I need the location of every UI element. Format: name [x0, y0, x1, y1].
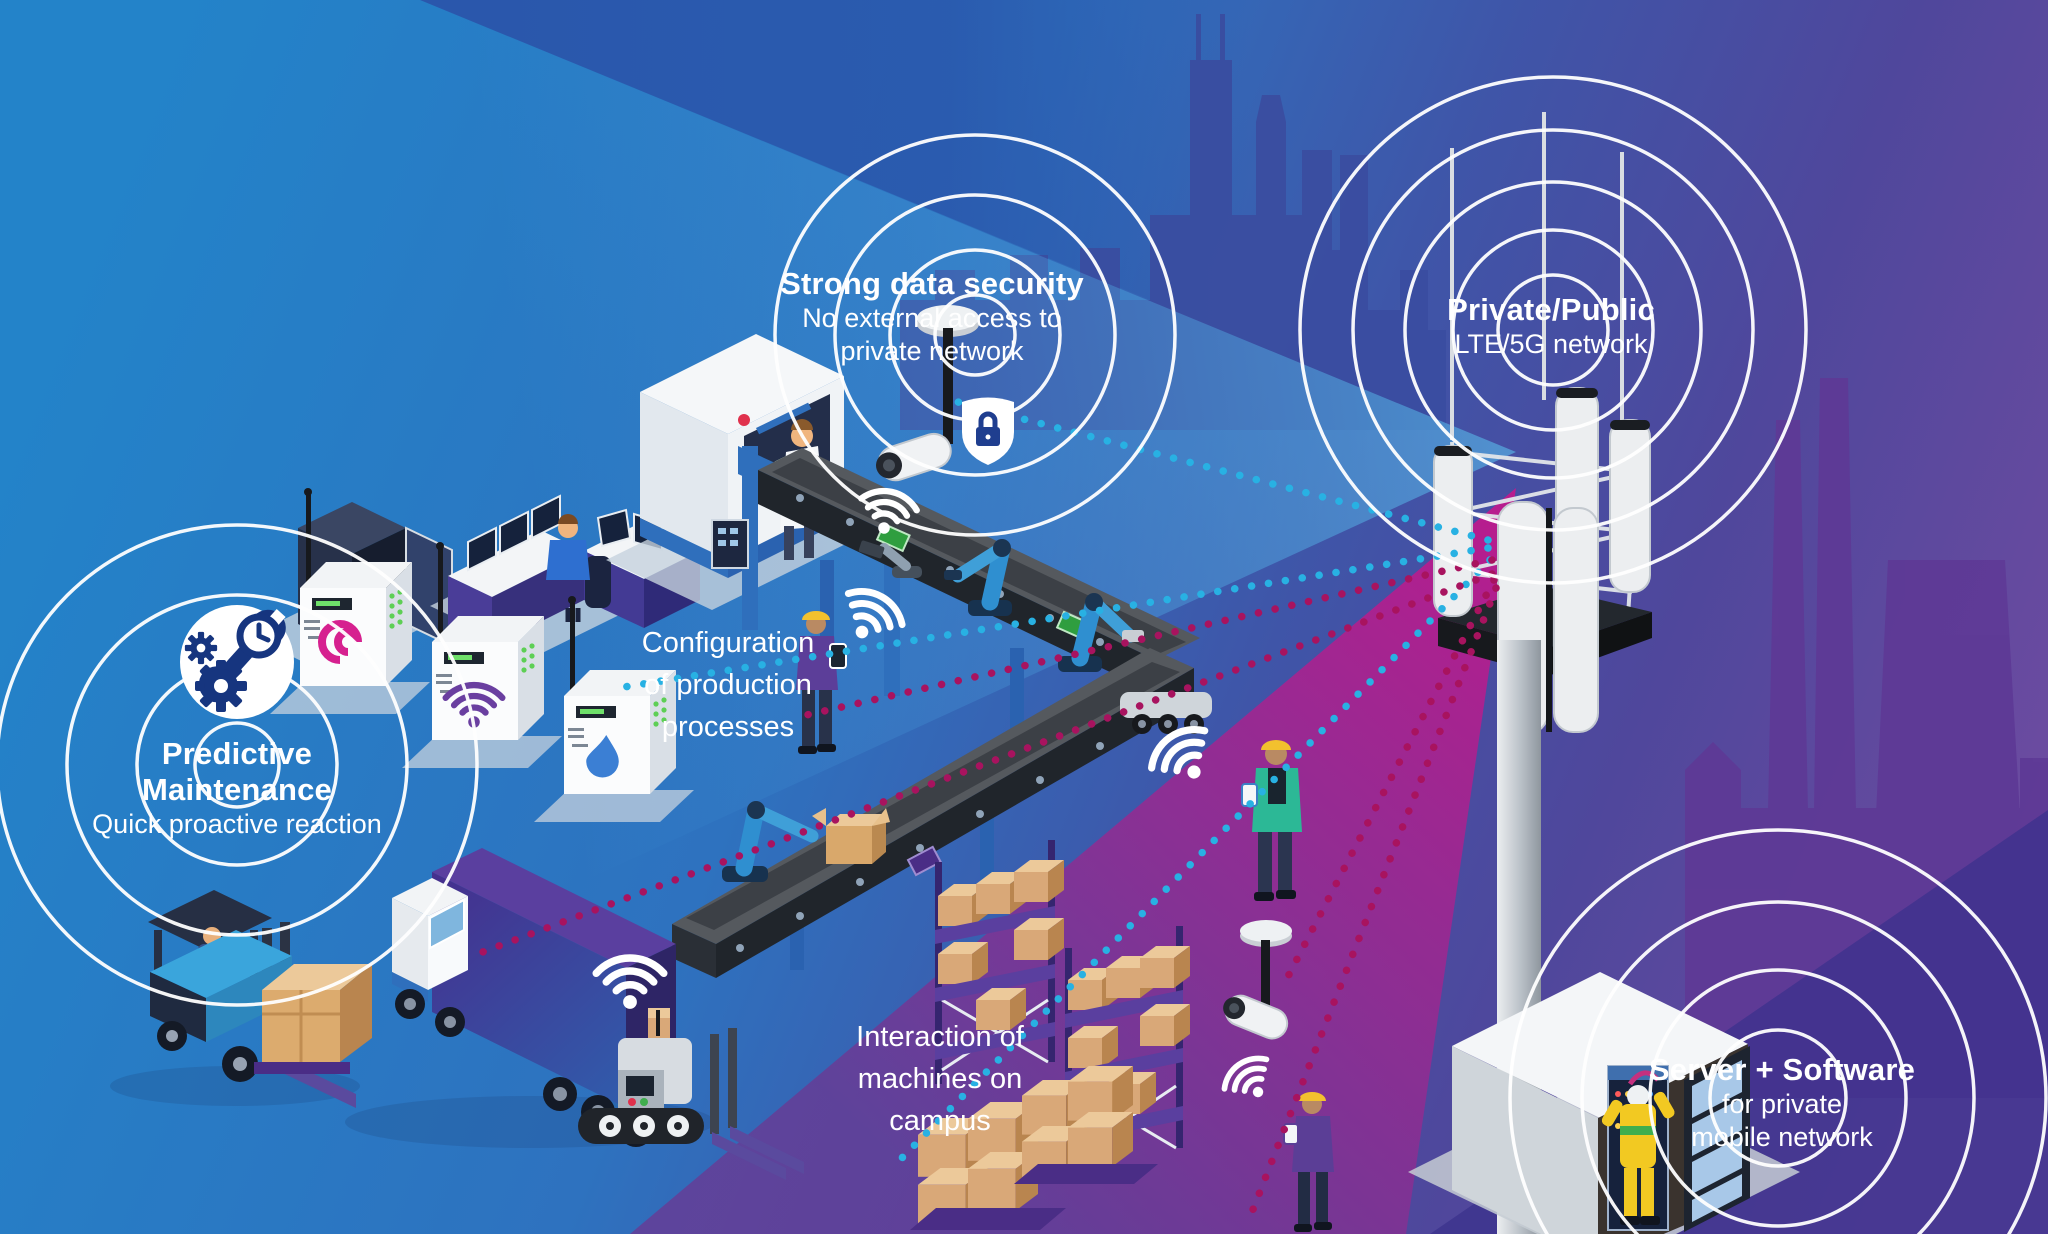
security-title: Strong data security [780, 266, 1084, 301]
glass-door [1684, 1046, 1750, 1232]
robot-arm [944, 539, 1012, 616]
led-matrix [389, 589, 403, 629]
warehouse-racks [910, 840, 1190, 1230]
open-box [812, 808, 890, 864]
security-radio-circles [773, 133, 1177, 537]
pallet-stack [1014, 1066, 1158, 1184]
server-label: Server + Software for private mobile net… [1649, 1052, 1915, 1154]
configuration-line1: Configuration [641, 627, 815, 659]
iot-machine-water [534, 596, 694, 822]
robot-arm-small [858, 540, 922, 578]
agv-forklift-robot [578, 958, 804, 1180]
network-title: Private/Public [1447, 292, 1655, 327]
iot-machine-wifi [402, 542, 562, 768]
shield-lock-icon [962, 397, 1014, 465]
network-radio-circles [1298, 75, 1808, 585]
maintenance-title-line2: Maintenance [142, 772, 332, 807]
interaction-label: Interaction of machines on campus [856, 1016, 1024, 1142]
interaction-line3: campus [889, 1105, 991, 1137]
pump-logo [318, 620, 362, 664]
network-label: Private/Public LTE/5G network [1447, 292, 1655, 361]
worker-warehouse [1218, 1050, 1334, 1232]
server-subtitle-line2: mobile network [1691, 1122, 1873, 1152]
iot-machine-pump [270, 488, 430, 714]
technician-person [1601, 1070, 1675, 1225]
server-title: Server + Software [1648, 1052, 1916, 1087]
robot-arm [722, 801, 819, 882]
security-label: Strong data security No external access … [780, 266, 1084, 368]
server-hut [1408, 972, 1800, 1234]
radio-beam-magenta [630, 488, 1516, 1234]
maintenance-title-line1: Predictive [161, 736, 313, 771]
wooden-crate [254, 964, 372, 1074]
configuration-label: Configuration of production processes [642, 622, 815, 748]
storage-rack [935, 840, 1064, 1084]
network-subtitle: LTE/5G network [1454, 329, 1648, 359]
configuration-line2: of production [644, 669, 812, 701]
configuration-line3: processes [661, 711, 795, 743]
pallet-stack [910, 1102, 1066, 1230]
radio-wave-circles [0, 75, 2048, 1234]
gears-wrench-clock-icon [180, 605, 294, 719]
interaction-line2: machines on [857, 1063, 1023, 1095]
server-subtitle-line1: for private [1721, 1089, 1843, 1119]
security-subtitle-line1: No external access to [802, 303, 1062, 333]
radio-links [468, 398, 1500, 1216]
operator-person [546, 514, 611, 622]
security-subtitle-line2: private network [840, 336, 1024, 366]
public-link-dotted-lines [614, 398, 1494, 1169]
private-link-dotted-lines [468, 556, 1500, 1216]
interaction-line1: Interaction of [856, 1021, 1024, 1053]
server-radio-circles [1508, 828, 2048, 1234]
maintenance-label: Predictive Maintenance Quick proactive r… [92, 736, 382, 841]
security-camera-top [876, 305, 979, 482]
maintenance-subtitle: Quick proactive reaction [92, 809, 382, 839]
security-camera-warehouse [1223, 920, 1292, 1040]
agv-cart [1120, 692, 1212, 734]
forklift [110, 890, 372, 1108]
water-drop-logo [586, 735, 619, 778]
worker-phone [1143, 719, 1302, 901]
